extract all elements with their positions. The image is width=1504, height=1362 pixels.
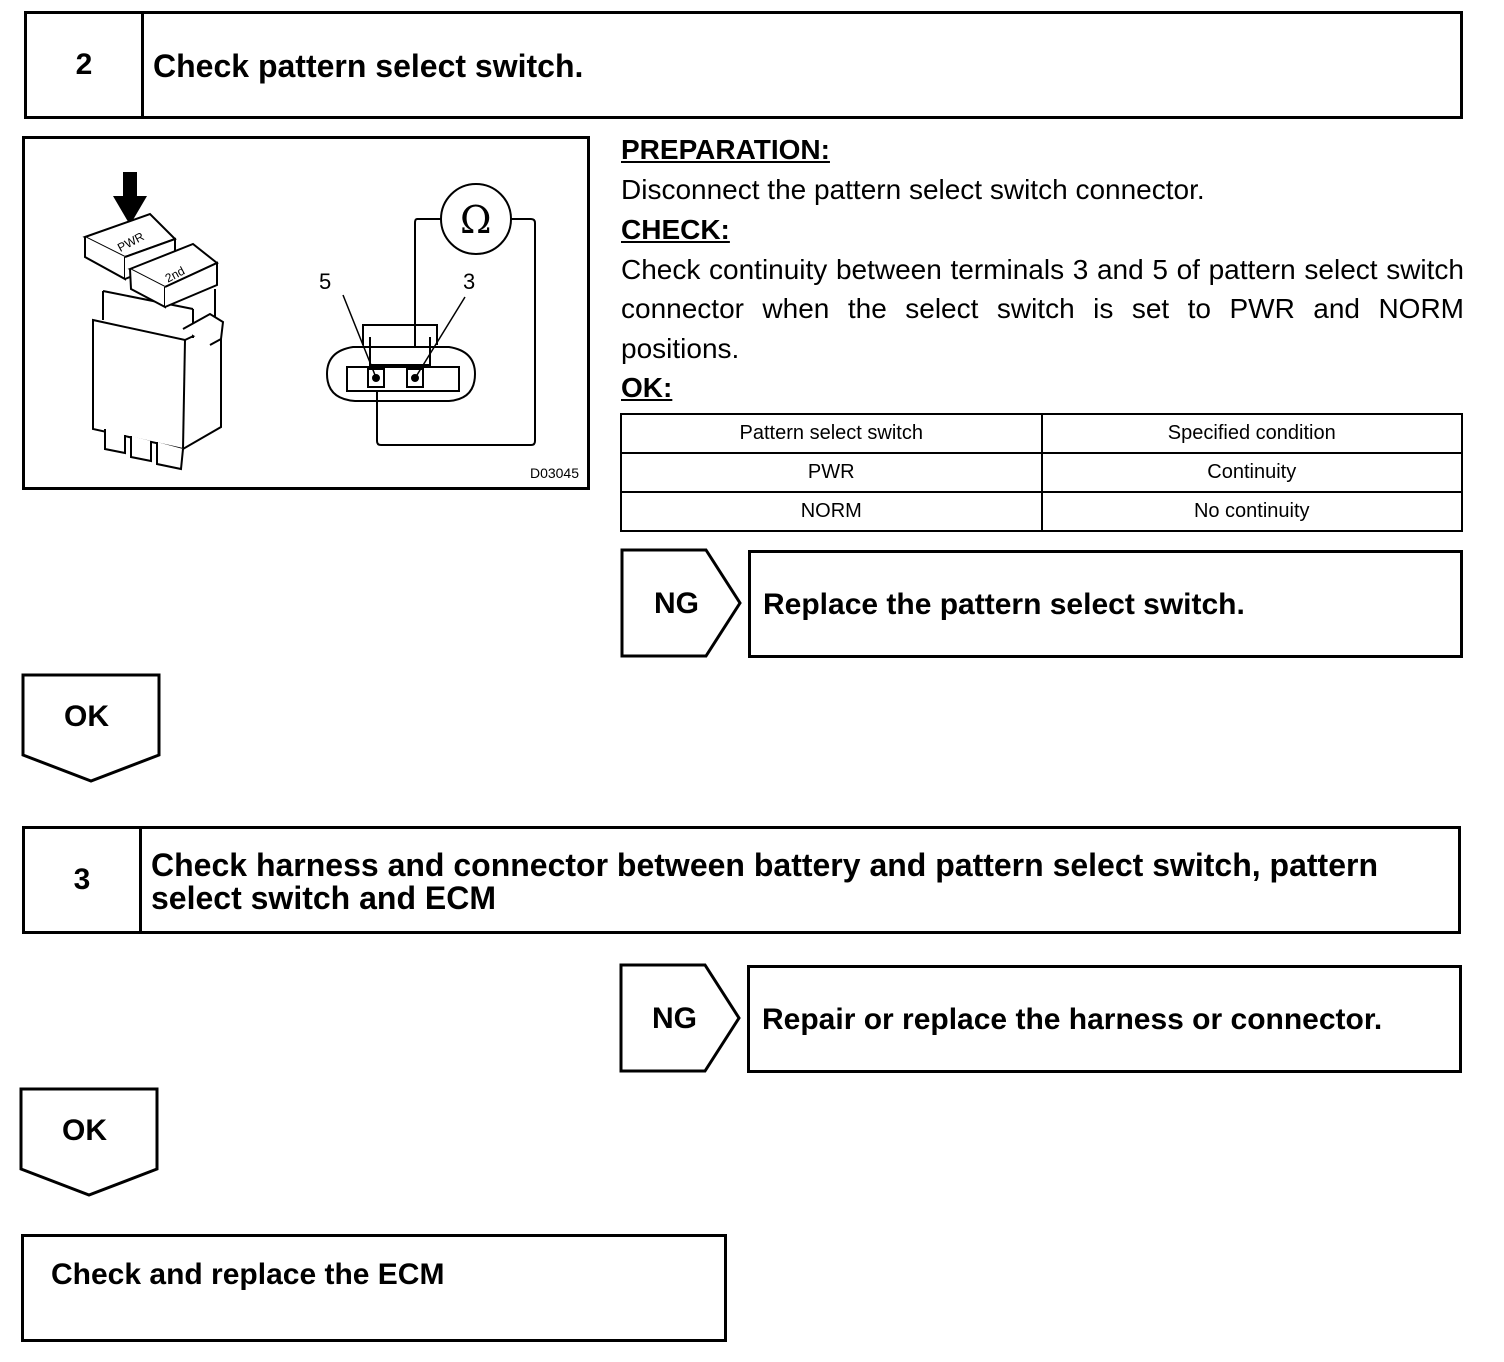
ohm-symbol: Ω [460, 198, 492, 242]
step-title: Check pattern select switch. [153, 48, 584, 84]
check-text: Check continuity between terminals 3 and… [621, 253, 1464, 364]
ng-result-box-2: Repair or replace the harness or connect… [747, 965, 1462, 1073]
final-action-box: Check and replace the ECM [21, 1234, 727, 1342]
ohmmeter-icon [376, 183, 536, 446]
ok-heading: OK: [621, 372, 673, 403]
ng-label-1: NG [654, 587, 699, 620]
figure-code: D03045 [529, 465, 579, 481]
table-cell: NORM [620, 491, 1043, 532]
ok-label-1: OK [64, 700, 109, 733]
connector [325, 324, 477, 402]
step-number: 3 [25, 829, 142, 931]
ng-label-2: NG [652, 1002, 697, 1035]
ng-result-text-2: Repair or replace the harness or connect… [762, 1003, 1383, 1036]
preparation-text: Disconnect the pattern select switch con… [621, 174, 1205, 205]
ok-arrow-1 [21, 673, 161, 783]
ok-label-2: OK [62, 1114, 107, 1147]
ng-arrow-2 [619, 963, 741, 1073]
switch-body [92, 289, 225, 471]
table-row: PWR Continuity [620, 452, 1463, 493]
step-2-header: 2 Check pattern select switch. [24, 11, 1463, 119]
final-action-text: Check and replace the ECM [51, 1258, 445, 1291]
preparation-heading: PREPARATION: [621, 134, 830, 165]
ok-arrow-2 [19, 1087, 159, 1197]
terminal-5-label: 5 [319, 269, 331, 294]
check-heading: CHECK: [621, 213, 730, 245]
terminal-leaders [342, 294, 466, 376]
pattern-switch-illustration: PWR 2nd Ω [82, 172, 536, 471]
table-cell: No continuity [1040, 491, 1463, 532]
table-cell: PWR [620, 452, 1043, 493]
step-title: Check harness and connector between batt… [151, 847, 1378, 916]
ng-result-box-1: Replace the pattern select switch. [748, 550, 1463, 658]
ng-result-text-1: Replace the pattern select switch. [763, 588, 1245, 621]
switch-figure: PWR 2nd Ω [22, 136, 590, 490]
table-header-cell: Pattern select switch [620, 413, 1043, 454]
preparation-section: PREPARATION: Disconnect the pattern sele… [621, 130, 1464, 408]
step-number: 2 [27, 14, 144, 116]
second-key [127, 242, 219, 309]
step-3-header: 3 Check harness and connector between ba… [22, 826, 1461, 934]
terminal-3-label: 3 [463, 269, 475, 294]
spec-table: Pattern select switch Specified conditio… [620, 413, 1463, 532]
table-header-cell: Specified condition [1040, 413, 1463, 454]
table-row: NORM No continuity [620, 491, 1463, 532]
press-arrow-icon [113, 172, 147, 225]
table-header-row: Pattern select switch Specified conditio… [620, 413, 1463, 454]
ng-arrow-1 [620, 548, 742, 658]
table-cell: Continuity [1040, 452, 1463, 493]
